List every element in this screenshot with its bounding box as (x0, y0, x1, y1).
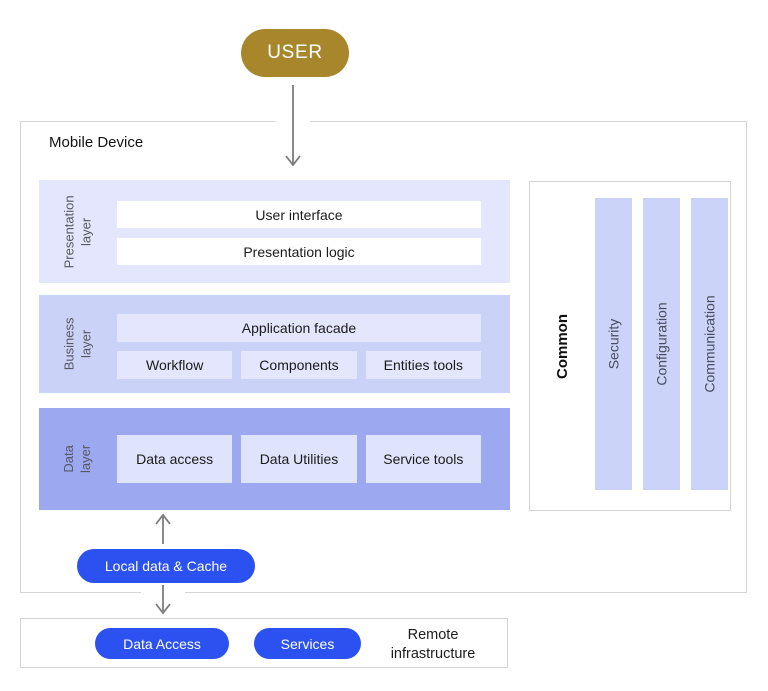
arrow-user-to-device (285, 85, 301, 167)
presentation-layer-label-line2: layer (78, 217, 93, 246)
user-node-label: USER (267, 42, 323, 63)
business-layer-label-line1: Business (61, 317, 77, 371)
data-layer-label-line2: layer (78, 444, 93, 474)
application-facade-block: Application facade (117, 314, 481, 342)
data-layer-label-line1: Data (61, 445, 77, 473)
remote-data-access-label: Data Access (123, 635, 201, 652)
data-access-block: Data access (117, 435, 233, 483)
remote-services-node: Services (254, 628, 361, 659)
entities-tools-block: Entities tools (365, 351, 481, 379)
local-data-cache-node: Local data & Cache (77, 549, 255, 583)
security-bar: Security (595, 198, 632, 490)
remote-infrastructure-box: Data Access Services Remote infrastructu… (20, 618, 508, 668)
remote-infrastructure-label-line2: infrastructure (390, 645, 476, 662)
data-utilities-block: Data Utilities (241, 435, 357, 483)
remote-services-label: Services (280, 635, 335, 652)
configuration-bar-label: Configuration (653, 302, 670, 386)
common-label-column: Common (530, 182, 595, 510)
common-box: Common Security Configuration Communicat… (529, 181, 731, 511)
workflow-block: Workflow (117, 351, 233, 379)
user-node: USER (241, 29, 349, 77)
remote-infrastructure-label: Remote infrastructure (358, 626, 508, 663)
remote-infrastructure-label-line1: Remote (407, 627, 459, 643)
business-layer-label: Business layer (39, 295, 117, 393)
service-tools-block: Service tools (365, 435, 481, 483)
security-bar-label: Security (605, 318, 622, 370)
data-layer: Data layer Data access Data Utilities Se… (39, 408, 510, 510)
communication-bar: Communication (691, 198, 728, 490)
presentation-logic-block: Presentation logic (117, 238, 481, 265)
business-layer: Business layer Application facade Workfl… (39, 295, 510, 393)
business-layer-label-line2: layer (78, 329, 93, 359)
communication-bar-label: Communication (701, 295, 718, 393)
remote-data-access-node: Data Access (95, 628, 229, 659)
local-data-cache-label: Local data & Cache (104, 558, 228, 574)
presentation-layer: Presentation layer User interface Presen… (39, 180, 510, 283)
mobile-device-title: Mobile Device (49, 134, 144, 151)
presentation-layer-label: Presentation layer (39, 180, 117, 283)
components-block: Components (241, 351, 357, 379)
arrow-cache-to-remote (155, 585, 171, 615)
configuration-bar: Configuration (643, 198, 680, 490)
presentation-layer-label-line1: Presentation (61, 195, 77, 268)
data-layer-label: Data layer (39, 408, 117, 510)
user-interface-block: User interface (117, 201, 481, 228)
common-label: Common (554, 313, 571, 379)
mobile-device-box: Mobile Device Presentation layer User in… (20, 121, 747, 593)
arrow-cache-to-data-layer (155, 513, 171, 544)
